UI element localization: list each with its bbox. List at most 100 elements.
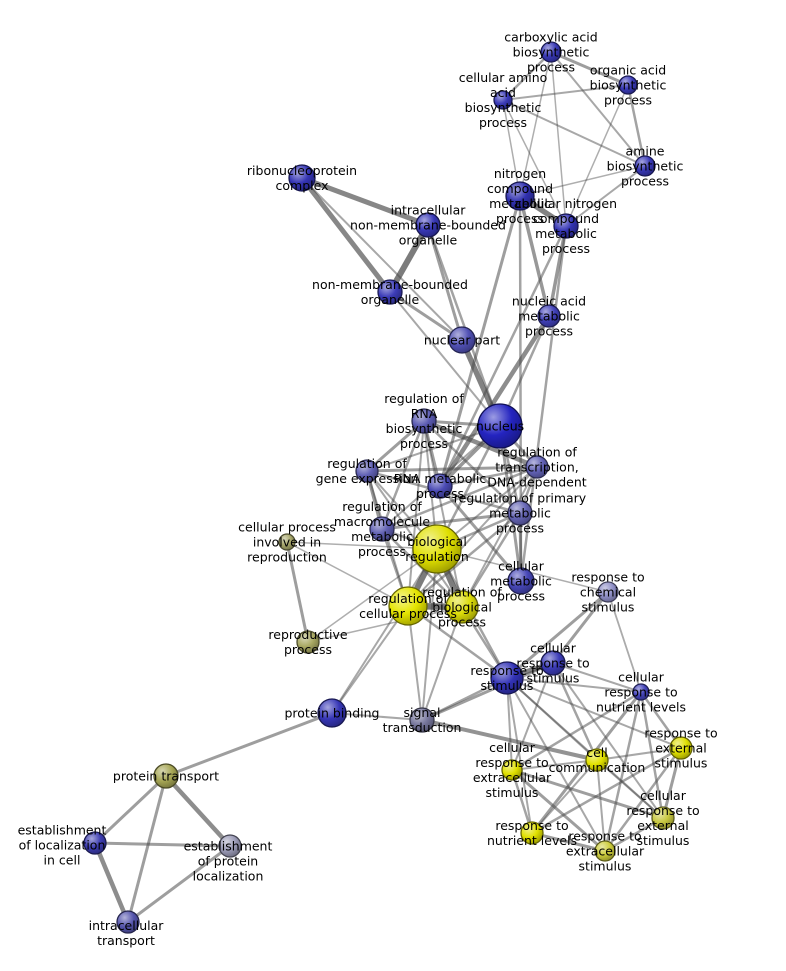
- graph-node-crn[interactable]: [632, 683, 650, 701]
- graph-node-rnl[interactable]: [520, 821, 544, 845]
- graph-edge-cre-crx[interactable]: [510, 768, 665, 820]
- graph-node-crs[interactable]: [540, 650, 566, 676]
- graph-node-elc[interactable]: [83, 831, 107, 855]
- graph-edge-inmo-nmo[interactable]: [387, 222, 431, 295]
- graph-edge-cab-cnc[interactable]: [550, 51, 567, 227]
- graph-edge-rrb-rpm[interactable]: [422, 419, 522, 515]
- graph-edge-amb-cnc[interactable]: [565, 165, 646, 227]
- graph-node-caa[interactable]: [493, 90, 513, 110]
- graph-edge-rst-rxs[interactable]: [506, 677, 606, 852]
- graph-node-cmp[interactable]: [507, 567, 535, 595]
- graph-edge-sig-rbp[interactable]: [421, 606, 463, 721]
- graph-edge-rrb-rcp[interactable]: [407, 420, 425, 607]
- graph-edge-nmo-npart[interactable]: [388, 290, 464, 342]
- graph-node-rbp[interactable]: [445, 590, 479, 624]
- graph-edge-crs-sig[interactable]: [420, 661, 555, 722]
- graph-edge-inmo-nuc[interactable]: [426, 223, 502, 428]
- graph-edge-crs-cco[interactable]: [551, 661, 599, 762]
- graph-edge-ptr-itr[interactable]: [126, 774, 168, 924]
- graph-edge-oab-amb[interactable]: [626, 83, 647, 168]
- graph-edge-cpr-bre[interactable]: [286, 541, 438, 550]
- graph-edge-pbi-bre[interactable]: [331, 548, 438, 714]
- graph-node-rtd[interactable]: [525, 455, 549, 479]
- graph-edge-rst-rex[interactable]: [506, 677, 682, 749]
- graph-edge-elc-epl[interactable]: [93, 841, 232, 848]
- graph-edge-rcp-rst[interactable]: [406, 604, 509, 680]
- graph-edge-rnp-inmo[interactable]: [299, 175, 431, 228]
- graph-edge-rtd-rcp[interactable]: [407, 466, 538, 607]
- graph-edge-crn-crx[interactable]: [639, 690, 665, 820]
- graph-node-cnc[interactable]: [553, 213, 579, 239]
- graph-edge-amb-ncm[interactable]: [519, 165, 646, 197]
- graph-edge-ptr-epl[interactable]: [163, 773, 233, 849]
- graph-edge-crn-rxs[interactable]: [603, 690, 643, 853]
- graph-edge-nam-rmp[interactable]: [437, 313, 552, 489]
- graph-edge-pbi-sig[interactable]: [331, 712, 423, 721]
- graph-edge-cco-sig[interactable]: [420, 718, 599, 762]
- graph-edge-rpm-rmm[interactable]: [380, 511, 522, 531]
- graph-edge-epl-itr[interactable]: [126, 844, 232, 924]
- graph-edge-crs-crn[interactable]: [552, 662, 642, 693]
- graph-node-rst[interactable]: [490, 661, 524, 695]
- graph-edge-rrb-rtd[interactable]: [421, 418, 540, 470]
- graph-node-ncm[interactable]: [505, 181, 535, 211]
- graph-node-rge[interactable]: [355, 459, 379, 483]
- graph-edge-rpm-rcp[interactable]: [406, 511, 522, 608]
- graph-node-oab[interactable]: [618, 75, 638, 95]
- graph-edge-rmp-cmp[interactable]: [438, 484, 523, 583]
- graph-node-cre[interactable]: [501, 759, 523, 781]
- graph-edge-rcs-crn[interactable]: [607, 591, 642, 693]
- graph-node-rcs[interactable]: [597, 581, 619, 603]
- graph-node-rnp[interactable]: [288, 164, 316, 192]
- graph-edge-ncm-rmp[interactable]: [438, 194, 522, 488]
- graph-node-rcp[interactable]: [388, 586, 428, 626]
- graph-node-epl[interactable]: [218, 834, 242, 858]
- graph-edge-rst-crn[interactable]: [506, 677, 642, 693]
- graph-edge-elc-itr[interactable]: [92, 840, 131, 925]
- graph-edge-rpm-rbp[interactable]: [460, 511, 522, 609]
- graph-edge-rst-rcs[interactable]: [505, 590, 610, 680]
- graph-edge-rst-crx[interactable]: [506, 677, 664, 819]
- graph-edge-oab-cnc[interactable]: [565, 84, 629, 227]
- graph-node-rmp[interactable]: [427, 473, 453, 499]
- graph-edge-rrb-rbp[interactable]: [423, 420, 463, 608]
- graph-node-rex[interactable]: [669, 736, 693, 760]
- graph-node-inmo[interactable]: [415, 212, 441, 238]
- graph-edge-ptr-elc[interactable]: [93, 774, 168, 845]
- graph-node-sig[interactable]: [409, 707, 435, 733]
- graph-edge-rex-rxs[interactable]: [603, 746, 683, 853]
- graph-edge-rrb-rmm[interactable]: [380, 419, 426, 531]
- graph-edge-crn-cre[interactable]: [510, 690, 643, 772]
- graph-edge-rex-rnl[interactable]: [530, 746, 683, 835]
- graph-node-amb[interactable]: [634, 155, 656, 177]
- graph-edge-rex-crx[interactable]: [661, 746, 683, 820]
- graph-node-rxs[interactable]: [594, 840, 616, 862]
- graph-node-nmo[interactable]: [377, 279, 403, 305]
- graph-edge-crs-cre[interactable]: [511, 662, 554, 771]
- graph-edge-cco-crx[interactable]: [596, 759, 664, 819]
- graph-edge-cco-rex[interactable]: [596, 747, 682, 761]
- graph-edge-rpr-rbp[interactable]: [307, 606, 463, 643]
- graph-edge-rst-cco[interactable]: [506, 677, 598, 761]
- graph-edge-cab-oab[interactable]: [549, 50, 630, 87]
- graph-node-ptr[interactable]: [153, 763, 179, 789]
- graph-edge-pbi-ptr[interactable]: [164, 711, 334, 778]
- graph-edge-caa-ncm[interactable]: [502, 99, 521, 197]
- graph-edge-rnl-rxs[interactable]: [530, 831, 607, 853]
- graph-edge-ncm-nam[interactable]: [518, 194, 551, 318]
- graph-node-bre[interactable]: [412, 524, 462, 574]
- graph-edge-crs-rcs[interactable]: [551, 590, 610, 665]
- graph-node-cco[interactable]: [585, 748, 609, 772]
- graph-edge-rtd-rbp[interactable]: [461, 466, 538, 608]
- graph-node-cab[interactable]: [540, 41, 562, 63]
- graph-edge-cpr-rcp[interactable]: [286, 541, 409, 607]
- graph-node-cpr[interactable]: [278, 533, 296, 551]
- graph-edge-rnp-npart[interactable]: [301, 177, 463, 341]
- graph-node-nuc[interactable]: [477, 403, 523, 449]
- graph-edge-cab-ncm[interactable]: [519, 51, 552, 197]
- graph-node-npart[interactable]: [448, 326, 476, 354]
- graph-edge-nmo-nuc[interactable]: [389, 291, 501, 427]
- graph-node-rrb[interactable]: [411, 408, 437, 434]
- graph-edge-rtd-rmm[interactable]: [380, 465, 539, 531]
